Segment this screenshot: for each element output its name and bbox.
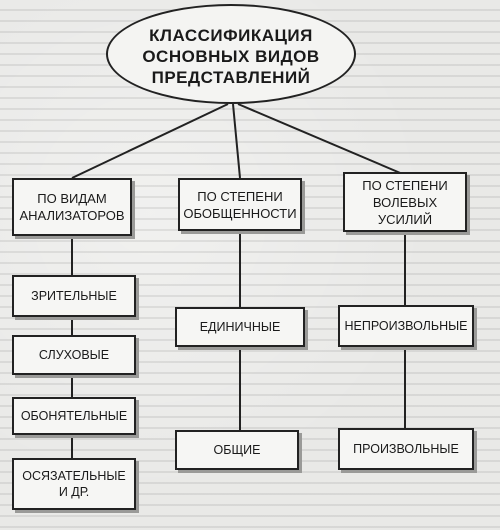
connector-root-cat2 <box>232 103 241 179</box>
item-label: ПРОИЗВОЛЬНЫЕ <box>353 442 459 456</box>
item-general: ОБЩИЕ <box>175 430 299 470</box>
item-label: ЗРИТЕЛЬНЫЕ <box>31 289 117 303</box>
category-by-analyzers: ПО ВИДАМ АНАЛИЗАТОРОВ <box>12 178 132 236</box>
category-label-line: ПО СТЕПЕНИ <box>197 188 283 204</box>
item-label: ОБОНЯТЕЛЬНЫЕ <box>20 409 128 423</box>
category-label-line: ОБОБЩЕННОСТИ <box>183 205 297 221</box>
item-label: ОБЩИЕ <box>213 443 261 457</box>
category-label-line: ВОЛЕВЫХ <box>372 194 438 210</box>
category-label-line: УСИЛИЙ <box>377 211 433 227</box>
item-visual: ЗРИТЕЛЬНЫЕ <box>12 275 136 317</box>
item-voluntary: ПРОИЗВОЛЬНЫЕ <box>338 428 474 470</box>
item-single: ЕДИНИЧНЫЕ <box>175 307 305 347</box>
item-tactile-etc: ОСЯЗАТЕЛЬНЫЕ И ДР. <box>12 458 136 510</box>
item-olfactory: ОБОНЯТЕЛЬНЫЕ <box>12 397 136 435</box>
category-by-generalization: ПО СТЕПЕНИ ОБОБЩЕННОСТИ <box>178 178 302 231</box>
category-label-line: ПО ВИДАМ <box>37 191 107 206</box>
item-involuntary: НЕПРОИЗВОЛЬНЫЕ <box>338 305 474 347</box>
root-title-line-2: ОСНОВНЫХ ВИДОВ <box>142 46 320 66</box>
root-title-line-3: ПРЕДСТАВЛЕНИЙ <box>151 67 311 87</box>
root-title-line-1: КЛАССИФИКАЦИЯ <box>149 25 313 45</box>
category-by-volition: ПО СТЕПЕНИ ВОЛЕВЫХ УСИЛИЙ <box>343 172 467 232</box>
category-label-line: ПО СТЕПЕНИ <box>362 177 448 193</box>
connector-root-cat3 <box>237 103 406 176</box>
item-label: ЕДИНИЧНЫЕ <box>199 320 281 334</box>
root-title: КЛАССИФИКАЦИЯ ОСНОВНЫХ ВИДОВ ПРЕДСТАВЛЕН… <box>106 4 356 104</box>
item-label: НЕПРОИЗВОЛЬНЫЕ <box>344 319 468 333</box>
item-label-line: ОСЯЗАТЕЛЬНЫЕ <box>22 469 126 483</box>
category-label-line: АНАЛИЗАТОРОВ <box>19 208 125 223</box>
item-label: СЛУХОВЫЕ <box>38 348 110 362</box>
connector-root-cat1 <box>71 103 229 179</box>
item-auditory: СЛУХОВЫЕ <box>12 335 136 375</box>
item-label-line: И ДР. <box>58 485 90 499</box>
